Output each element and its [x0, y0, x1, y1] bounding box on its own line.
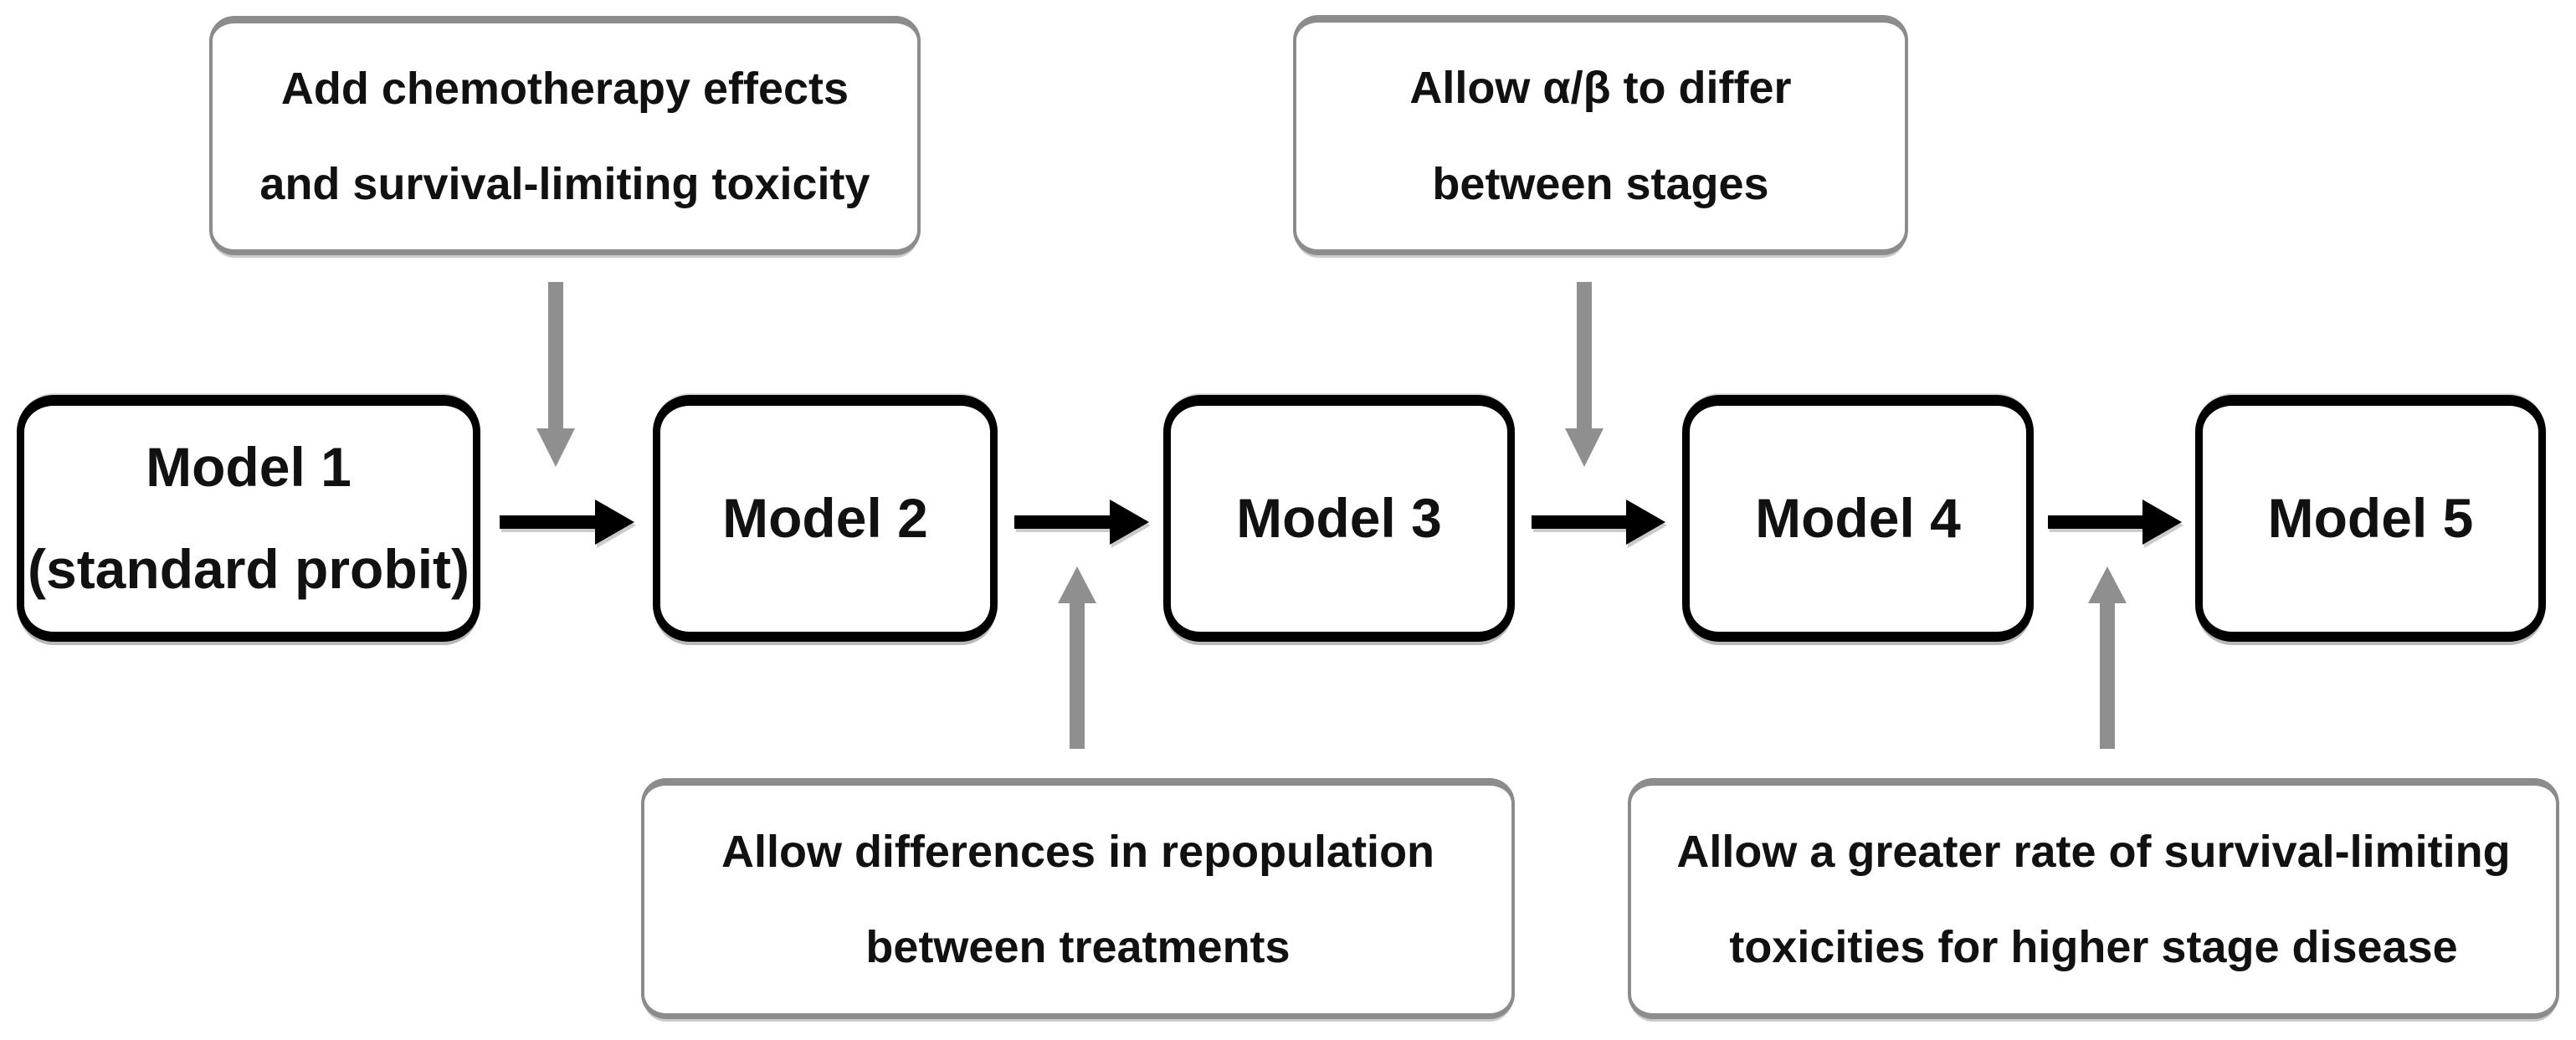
note-line: toxicities for higher stage disease [1729, 922, 2458, 972]
model-label: Model 4 [1755, 487, 1961, 550]
model-4-box: Model 4 [1682, 395, 2034, 642]
arrow-model3-to-model4 [1532, 500, 1665, 545]
arrow-model4-to-model5 [2048, 500, 2182, 545]
model-label: Model 1 [146, 436, 352, 499]
model-5-box: Model 5 [2195, 395, 2546, 642]
note-line: Add chemotherapy effects [280, 63, 849, 114]
note-line: Allow differences in repopulation [721, 826, 1435, 877]
arrow-model2-to-model3 [1014, 500, 1149, 545]
model-label: Model 5 [2267, 487, 2474, 550]
model-3-box: Model 3 [1163, 395, 1515, 642]
note-alpha-beta-differ: Allow α/β to differ between stages [1293, 15, 1908, 255]
arrow-model1-to-model2 [500, 500, 634, 545]
model-2-box: Model 2 [653, 395, 998, 642]
arrow-up-bottom-left-note [1058, 566, 1096, 749]
model-label: Model 2 [722, 487, 928, 550]
note-repopulation-differences: Allow differences in repopulation betwee… [641, 778, 1515, 1019]
model-label: Model 3 [1236, 487, 1442, 550]
note-add-chemotherapy: Add chemotherapy effects and survival-li… [209, 16, 921, 255]
note-line: Allow a greater rate of survival-limitin… [1676, 826, 2511, 877]
note-line: between stages [1432, 158, 1769, 209]
note-line: and survival-limiting toxicity [259, 159, 870, 209]
model-sublabel: (standard probit) [28, 538, 470, 600]
model-1-box: Model 1 (standard probit) [17, 395, 480, 642]
arrow-up-bottom-right-note [2088, 566, 2127, 749]
arrow-down-top-left-note [536, 282, 575, 467]
note-toxicity-higher-stage: Allow a greater rate of survival-limitin… [1628, 778, 2559, 1019]
note-line: Allow α/β to differ [1409, 63, 1792, 114]
note-line: between treatments [865, 922, 1291, 972]
arrow-down-top-right-note [1565, 282, 1604, 467]
